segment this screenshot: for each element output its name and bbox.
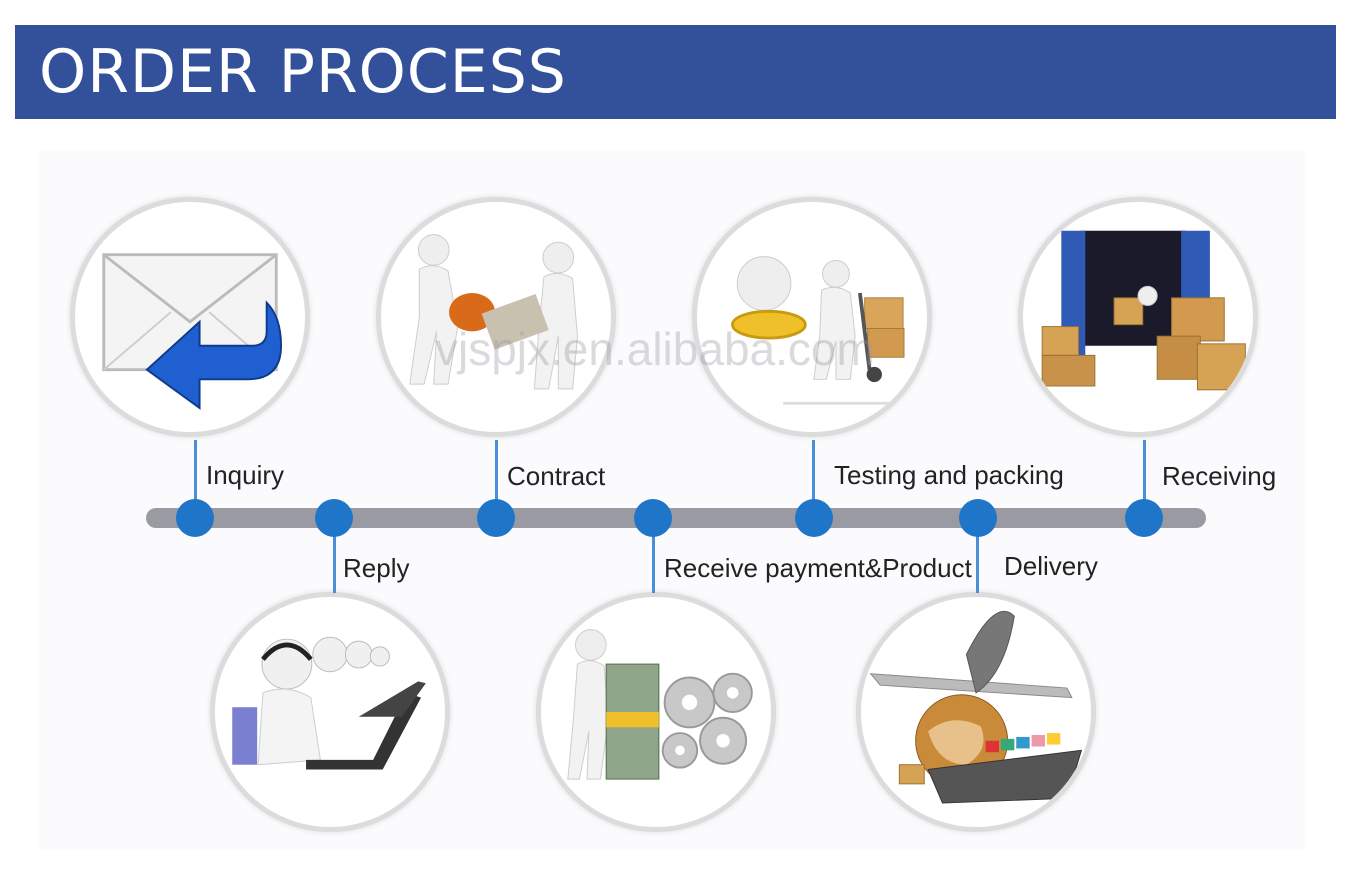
packing-cart-icon [692,197,932,437]
step-label-inquiry: Inquiry [206,460,285,490]
timeline-track [146,508,1206,528]
step-label-reply: Reply [343,553,410,583]
timeline-dot-testing [795,499,833,537]
connector-delivery [976,525,979,593]
timeline-dot-receiving [1125,499,1163,537]
timeline-dot-delivery [959,499,997,537]
connector-contract [495,440,498,510]
step-label-payment: Receive payment&Product [664,553,972,583]
money-gears-icon [536,592,776,832]
watermark-text: vjspjx.en.alibaba.com [435,323,875,375]
headset-agents-icon [210,592,450,832]
timeline-dot-payment [634,499,672,537]
step-label-delivery: Delivery [1004,551,1098,581]
connector-receiving [1143,440,1146,510]
step-label-testing: Testing and packing [834,460,1064,490]
plane-ship-globe-icon [856,592,1096,832]
envelope-icon [70,197,310,437]
connector-reply [333,525,336,593]
timeline-dot-contract [477,499,515,537]
step-label-receiving: Receiving [1162,461,1277,491]
step-label-contract: Contract [507,461,606,491]
container-boxes-icon [1018,197,1258,437]
timeline-dot-inquiry [176,499,214,537]
header-banner: ORDER PROCESS [15,25,1336,119]
timeline-dot-reply [315,499,353,537]
handshake-contract-icon [376,197,616,437]
page-title: ORDER PROCESS [39,37,567,107]
connector-inquiry [194,440,197,510]
connector-payment [652,525,655,593]
connector-testing [812,440,815,510]
